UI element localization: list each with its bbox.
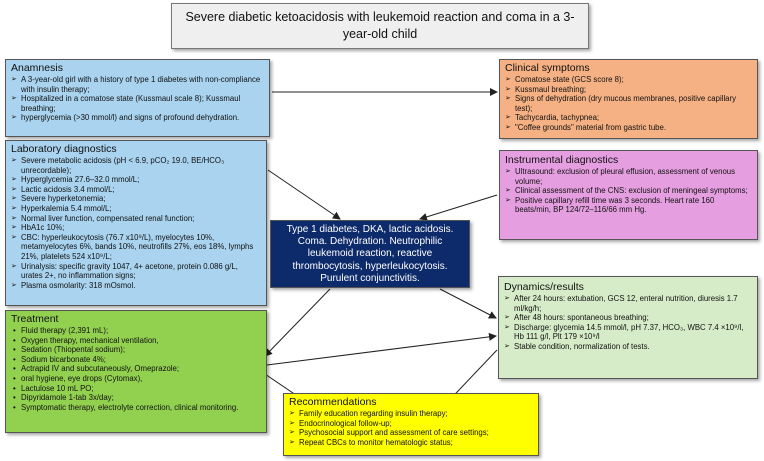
dynamics-item: Discharge: glycemia 14.5 mmol/l, pH 7.37… bbox=[504, 323, 752, 342]
laboratory-item: Normal liver function, compensated renal… bbox=[11, 214, 261, 224]
clinical-symptom-item: Signs of dehydration (dry mucous membran… bbox=[505, 94, 752, 113]
instrumental-diagnostics-heading: Instrumental diagnostics bbox=[505, 154, 619, 166]
clinical-symptoms-heading: Clinical symptoms bbox=[505, 62, 590, 74]
clinical-symptom-item: "Coffee grounds" material from gastric t… bbox=[505, 123, 752, 133]
instrumental-item: Clinical assessment of the CNS: exclusio… bbox=[505, 186, 752, 196]
treatment-item: Oxygen therapy, mechanical ventilation, bbox=[11, 336, 261, 346]
arrow-instrumental-to-diagnosis bbox=[419, 194, 498, 221]
treatment-item: oral hygiene, eye drops (Cytomax), bbox=[11, 374, 261, 384]
instrumental-item: Positive capillary refill time was 3 sec… bbox=[505, 196, 752, 215]
anamnesis-item: A 3-year-old girl with a history of type… bbox=[11, 75, 264, 94]
clinical-symptom-item: Tachycardia, tachypnea; bbox=[505, 113, 752, 123]
treatment-heading: Treatment bbox=[11, 313, 59, 325]
instrumental-diagnostics-box: Instrumental diagnostics Ultrasound: exc… bbox=[499, 150, 758, 240]
recommendation-item: Psychosocial support and assessment of c… bbox=[289, 428, 533, 438]
arrow-diagnosis-to-treatment bbox=[264, 288, 331, 357]
treatment-item: Lactulose 10 mL PO; bbox=[11, 384, 261, 394]
recommendation-item: Repeat CBCs to monitor hematologic statu… bbox=[289, 438, 533, 448]
laboratory-item: Lactic acidosis 3.4 mmol/L; bbox=[11, 185, 261, 195]
arrow-laboratory-to-diagnosis bbox=[267, 169, 341, 220]
anamnesis-item: Hospitalized in a comatose state (Kussma… bbox=[11, 94, 264, 113]
dynamics-results-box: Dynamics/results After 24 hours: extubat… bbox=[498, 276, 758, 379]
clinical-symptom-item: Comatose state (GCS score 8); bbox=[505, 75, 752, 85]
laboratory-item: Hyperglycemia 27.6–32.0 mmol/L; bbox=[11, 175, 261, 185]
treatment-item: Fluid therapy (2,391 mL); bbox=[11, 326, 261, 336]
laboratory-diagnostics-heading: Laboratory diagnostics bbox=[11, 143, 117, 155]
arrow-treatment-to-dynamics bbox=[266, 332, 497, 366]
diagnosis-box: Type 1 diabetes, DKA, lactic acidosis. C… bbox=[270, 220, 470, 288]
laboratory-item: HbA1c 10%; bbox=[11, 223, 261, 233]
laboratory-item: Urinalysis: specific gravity 1047, 4+ ac… bbox=[11, 262, 261, 281]
treatment-item: Actrapid IV and subcutaneously, Omeprazo… bbox=[11, 364, 261, 374]
recommendation-item: Family education regarding insulin thera… bbox=[289, 409, 533, 419]
arrow-diagnosis-to-dynamics bbox=[439, 288, 497, 319]
instrumental-item: Ultrasound: exclusion of pleural effusio… bbox=[505, 167, 752, 186]
recommendations-box: Recommendations Family education regardi… bbox=[283, 393, 539, 456]
clinical-symptom-item: Kussmaul breathing; bbox=[505, 85, 752, 95]
anamnesis-box: Anamnesis A 3-year-old girl with a histo… bbox=[5, 59, 270, 137]
treatment-item: Symptomatic therapy, electrolyte correct… bbox=[11, 403, 261, 413]
clinical-symptoms-box: Clinical symptoms Comatose state (GCS sc… bbox=[499, 59, 758, 139]
laboratory-item: Severe metabolic acidosis (pH < 6.9, pCO… bbox=[11, 156, 261, 175]
laboratory-item: Hyperkalemia 5.4 mmol/L; bbox=[11, 204, 261, 214]
dynamics-item: Stable condition, normalization of tests… bbox=[504, 342, 752, 352]
anamnesis-item: hyperglycemia (>30 mmol/l) and signs of … bbox=[11, 113, 264, 123]
anamnesis-heading: Anamnesis bbox=[11, 62, 63, 74]
diagram-title: Severe diabetic ketoacidosis with leukem… bbox=[171, 3, 589, 49]
laboratory-item: CBC: hyperleukocytosis (76.7 x10⁹/L), my… bbox=[11, 233, 261, 262]
treatment-box: Treatment Fluid therapy (2,391 mL);Oxyge… bbox=[5, 310, 267, 433]
treatment-item: Dipyridamole 1-tab 3x/day; bbox=[11, 393, 261, 403]
dynamics-results-heading: Dynamics/results bbox=[504, 281, 584, 293]
treatment-item: Sodium bicarbonate 4%; bbox=[11, 355, 261, 365]
dynamics-item: After 48 hours: spontaneous breathing; bbox=[504, 313, 752, 323]
laboratory-diagnostics-box: Laboratory diagnostics Severe metabolic … bbox=[5, 140, 267, 306]
treatment-item: Sedation (Thiopental sodium); bbox=[11, 345, 261, 355]
dynamics-item: After 24 hours: extubation, GCS 12, ente… bbox=[504, 294, 752, 313]
laboratory-item: Severe hyperketonemia; bbox=[11, 194, 261, 204]
recommendation-item: Endocrinological follow-up; bbox=[289, 419, 533, 429]
laboratory-item: Plasma osmolarity: 318 mOsmol. bbox=[11, 281, 261, 291]
recommendations-heading: Recommendations bbox=[289, 396, 377, 408]
